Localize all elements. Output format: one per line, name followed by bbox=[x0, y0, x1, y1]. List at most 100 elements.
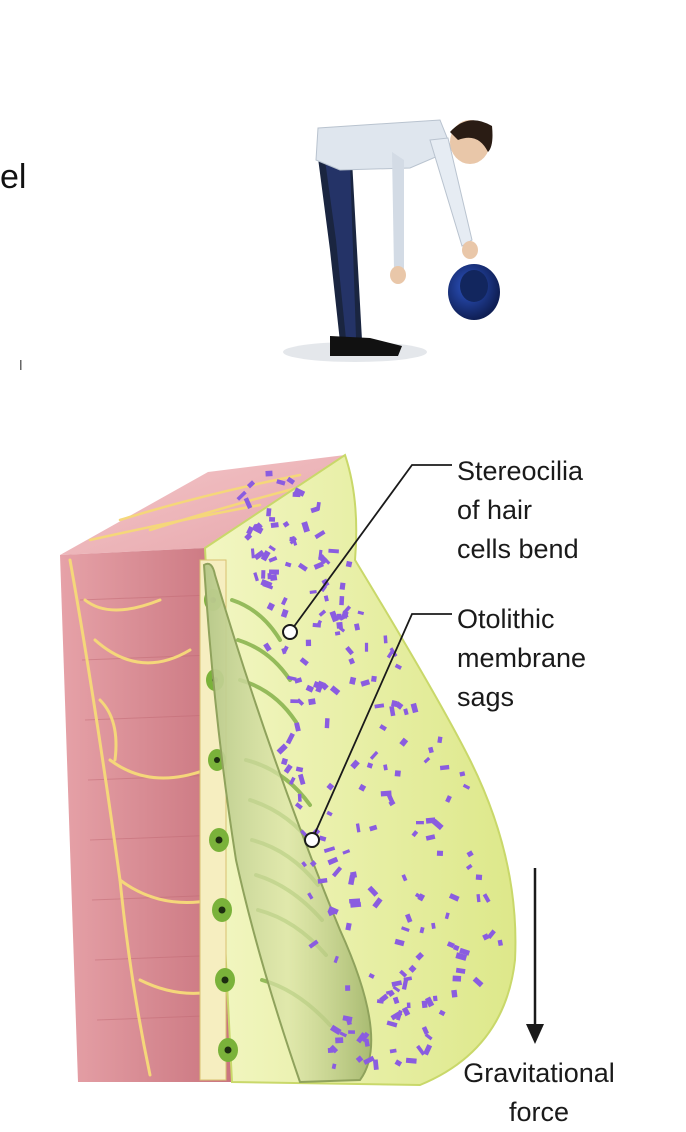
otoconium bbox=[307, 892, 314, 900]
otoconium bbox=[296, 698, 305, 706]
otoconium bbox=[425, 834, 436, 841]
otoconium bbox=[431, 922, 436, 930]
otoconium bbox=[372, 897, 383, 909]
otoconium bbox=[444, 912, 450, 920]
otoconium bbox=[342, 605, 352, 615]
otoconium bbox=[339, 582, 346, 590]
otoconium bbox=[380, 790, 392, 797]
otoconium bbox=[269, 574, 278, 582]
otoconium bbox=[439, 764, 450, 771]
otoconium bbox=[497, 939, 503, 947]
otoconium bbox=[466, 850, 474, 858]
otoconium bbox=[455, 952, 468, 961]
otoconium bbox=[487, 929, 496, 939]
otoconium bbox=[329, 1024, 342, 1036]
otoconium bbox=[323, 846, 336, 853]
otoconium bbox=[424, 996, 435, 1008]
otoconium bbox=[280, 596, 288, 606]
otoconium bbox=[374, 703, 385, 709]
otoconium bbox=[465, 863, 473, 871]
otoconium bbox=[294, 677, 303, 684]
otoconium bbox=[263, 642, 272, 652]
otoconium bbox=[357, 610, 365, 616]
otoconium bbox=[345, 985, 351, 991]
otoconium bbox=[403, 708, 409, 716]
otoconium bbox=[270, 522, 279, 529]
otoconium bbox=[396, 1009, 403, 1021]
otoconium bbox=[366, 762, 374, 769]
otoconium bbox=[421, 1000, 428, 1009]
otoconium bbox=[326, 782, 335, 791]
otoconium bbox=[276, 743, 288, 755]
otoconium bbox=[295, 766, 304, 773]
otoconium bbox=[369, 824, 378, 832]
otoconium bbox=[266, 508, 272, 517]
otoconium bbox=[331, 866, 343, 878]
otoconium bbox=[405, 1057, 417, 1064]
otoconium bbox=[350, 901, 362, 908]
otoconium bbox=[401, 926, 410, 932]
otoconium bbox=[333, 955, 339, 964]
otoconium bbox=[269, 569, 279, 575]
otoconium bbox=[244, 532, 253, 541]
otoconium bbox=[316, 619, 323, 627]
otoconium bbox=[342, 1015, 353, 1022]
otoconium bbox=[327, 856, 339, 866]
otoconium bbox=[403, 976, 413, 982]
otoconium bbox=[290, 699, 299, 704]
otoconium bbox=[421, 1026, 430, 1035]
otoconium bbox=[268, 544, 276, 552]
otoconium bbox=[335, 1037, 344, 1044]
macula-cross-section bbox=[60, 453, 544, 1087]
otoconium bbox=[265, 470, 273, 477]
otoconium bbox=[282, 645, 289, 653]
otoconium bbox=[260, 550, 271, 562]
otoconium bbox=[368, 973, 375, 979]
otoconium bbox=[349, 898, 361, 904]
otoconium bbox=[328, 548, 339, 554]
otoconium bbox=[314, 529, 326, 540]
otoconium bbox=[424, 1033, 433, 1041]
otoconium bbox=[379, 724, 387, 732]
otoconium bbox=[369, 750, 379, 760]
otoconium bbox=[282, 520, 290, 528]
otoconium bbox=[476, 894, 481, 903]
otoconium bbox=[297, 562, 308, 572]
otoconium bbox=[309, 860, 317, 867]
otoconium bbox=[386, 1020, 398, 1028]
label-otolithic-line: Otolithic bbox=[457, 604, 555, 634]
otoconium bbox=[364, 642, 369, 652]
otoconium bbox=[417, 893, 426, 902]
otoconium bbox=[423, 1044, 433, 1056]
label-otolithic-line: membrane bbox=[457, 643, 587, 673]
otoconium bbox=[383, 764, 388, 771]
otoconium bbox=[329, 1044, 339, 1054]
otoconium bbox=[323, 595, 329, 602]
otoconium bbox=[428, 746, 434, 754]
otoconium bbox=[355, 1055, 364, 1063]
otoconium bbox=[437, 736, 443, 744]
cropped-text-fragment: el bbox=[0, 158, 27, 196]
otoconium bbox=[419, 926, 425, 934]
otoconium bbox=[459, 771, 466, 777]
otoconium bbox=[389, 647, 398, 658]
label-stereocilia-line: of hair bbox=[457, 495, 533, 525]
otoconium bbox=[301, 521, 310, 533]
otoconium bbox=[320, 682, 329, 691]
otoconium bbox=[376, 999, 384, 1004]
otoconium bbox=[354, 623, 361, 631]
otoconium bbox=[392, 996, 400, 1005]
otoconium bbox=[276, 479, 286, 486]
label-stereocilia-line: Stereocilia bbox=[457, 456, 584, 486]
otoconium bbox=[292, 492, 301, 498]
otoconium bbox=[280, 608, 289, 618]
otoconium bbox=[251, 524, 264, 535]
otoconium bbox=[348, 874, 356, 886]
otoconium bbox=[482, 933, 490, 941]
otoconium bbox=[389, 705, 396, 717]
otoconium bbox=[345, 646, 354, 656]
otoconium bbox=[452, 944, 460, 952]
label-gravitational-line: Gravitational bbox=[463, 1058, 615, 1088]
otoconium bbox=[291, 535, 298, 546]
